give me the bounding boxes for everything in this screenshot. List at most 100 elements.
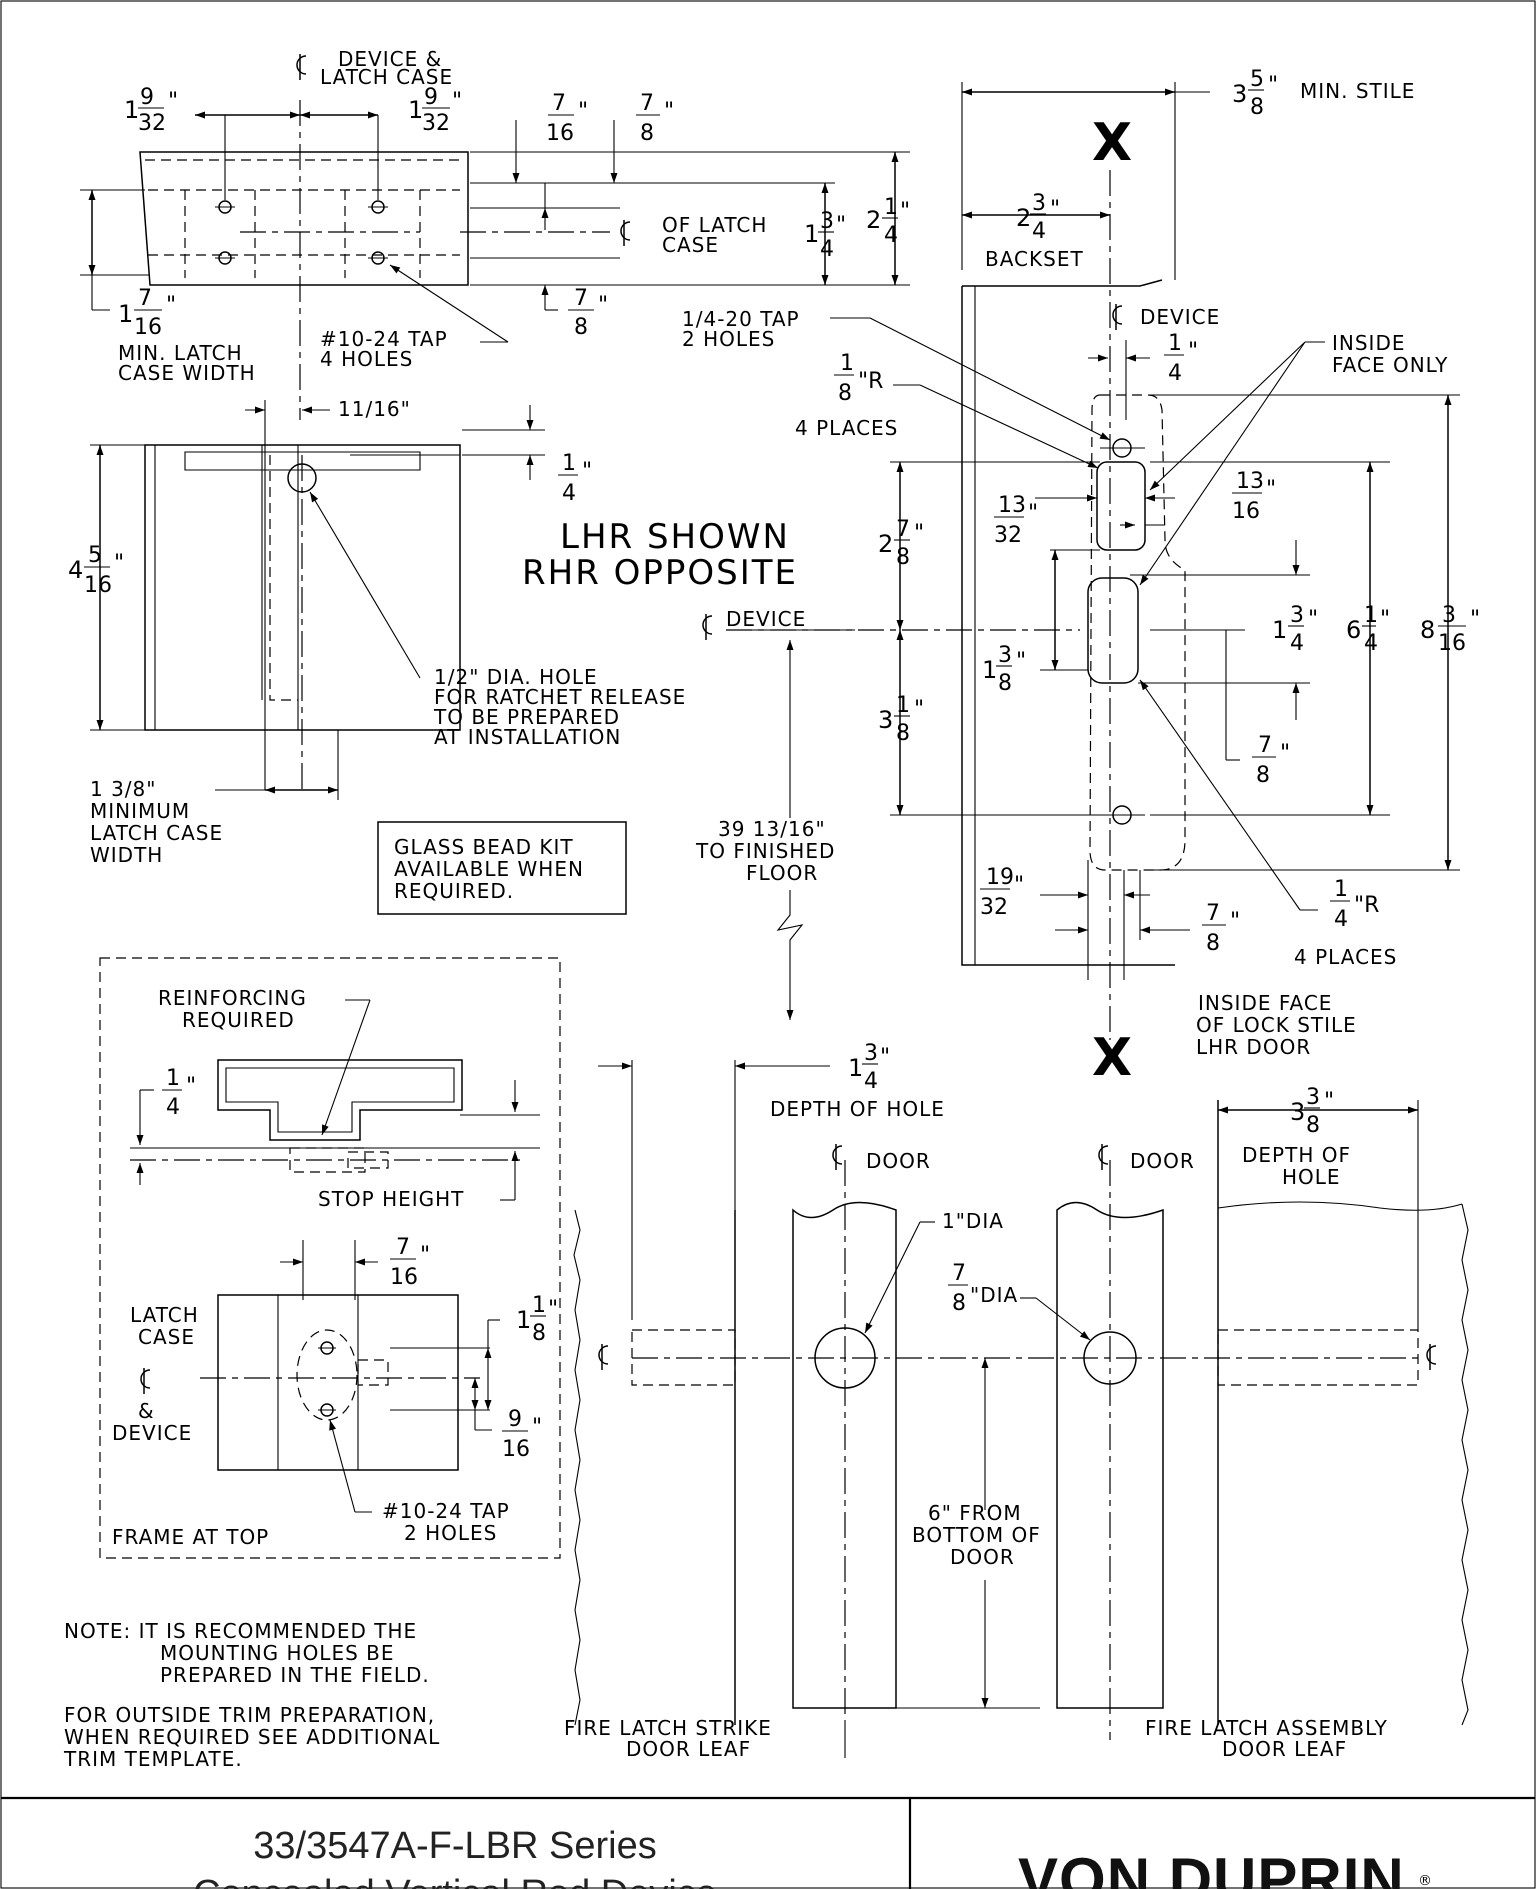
svg-text:1: 1	[166, 1066, 180, 1091]
svg-text:13: 13	[998, 493, 1026, 518]
assembly-leaf-line1: FIRE LATCH ASSEMBLY	[1145, 1716, 1388, 1740]
svg-text:": "	[166, 293, 176, 318]
svg-text:": "	[1470, 607, 1480, 632]
svg-text:3: 3	[864, 1041, 878, 1066]
svg-text:": "	[880, 1045, 890, 1070]
stile-tap-note-line2: 2 HOLES	[682, 327, 775, 351]
stile-dim-1-3-4: 1 3 4 "	[1272, 603, 1318, 656]
inside-face-only-line1: INSIDE	[1332, 331, 1406, 355]
cl-device-latch-case-line2: LATCH CASE	[320, 65, 453, 89]
door-views: 1 3 4 " DEPTH OF HOLE DOOR 1"DIA	[564, 1041, 1469, 1761]
svg-text:4: 4	[562, 481, 576, 506]
svg-text:HOLE: HOLE	[1282, 1165, 1341, 1189]
glass-bead-line2: AVAILABLE WHEN	[394, 857, 584, 881]
stile-tap-note-line1: 1/4-20 TAP	[682, 307, 800, 331]
radius-1-8: 1 8 "R 4 PLACES	[795, 351, 897, 440]
svg-text:16: 16	[502, 1437, 530, 1462]
svg-text:7: 7	[1258, 733, 1272, 758]
dim-2-1-4-top: 2 1 4 "	[866, 195, 910, 248]
min-latch-width-line4: WIDTH	[90, 843, 163, 867]
svg-text:": "	[582, 459, 592, 484]
inside-face-only-line2: FACE ONLY	[1332, 353, 1448, 377]
stile-dim-1-3-8: 1 3 8 "	[982, 643, 1026, 696]
svg-text:1: 1	[896, 693, 910, 718]
svg-text:4: 4	[1032, 219, 1046, 244]
cl-door-assembly: DOOR	[1098, 1144, 1194, 1173]
section-x-bottom: X	[1092, 1028, 1132, 1088]
svg-text:8: 8	[1306, 1113, 1320, 1138]
svg-text:1: 1	[118, 300, 133, 328]
floor-note-line3: FLOOR	[746, 861, 818, 885]
svg-text:": "	[452, 89, 462, 114]
svg-text:": "	[664, 99, 674, 124]
svg-text:16: 16	[84, 573, 112, 598]
dim-1-9-32-right: 1 9 32 "	[408, 85, 462, 136]
svg-text:": "	[532, 1415, 542, 1440]
svg-text:1: 1	[840, 351, 854, 376]
svg-text:19: 19	[986, 865, 1014, 890]
hole-note-line2: FOR RATCHET RELEASE	[434, 685, 686, 709]
svg-text:8: 8	[574, 315, 588, 340]
frame-at-top-box	[99, 957, 561, 1559]
svg-text:1: 1	[1168, 331, 1182, 356]
depth-strike: 1 3 4 " DEPTH OF HOLE	[770, 1041, 945, 1121]
stile-dim-3-1-8: 3 1 8 "	[878, 693, 924, 746]
frame-dim-1-1-8: 1 1 8 "	[516, 1293, 558, 1346]
svg-text:7: 7	[552, 91, 566, 116]
svg-text:3: 3	[1232, 80, 1247, 108]
svg-text:1: 1	[804, 220, 819, 248]
svg-text:": "	[900, 199, 910, 224]
from-bottom-line3: DOOR	[950, 1545, 1015, 1569]
glass-bead-line3: REQUIRED.	[394, 879, 514, 903]
svg-text:16: 16	[134, 315, 162, 340]
dim-7-8-top: 7 8 "	[636, 91, 674, 146]
cl-device-latch-case-symbol: DEVICE & LATCH CASE	[296, 47, 453, 89]
svg-text:4: 4	[864, 1069, 878, 1094]
svg-text:16: 16	[1438, 631, 1466, 656]
dim-1-7-16: 1 7 16 "	[118, 286, 176, 340]
svg-text:"R: "R	[1354, 893, 1379, 918]
svg-text:": "	[598, 293, 608, 318]
svg-text:3: 3	[1032, 191, 1046, 216]
svg-text:1: 1	[1334, 877, 1348, 902]
svg-text:": "	[1016, 649, 1026, 674]
svg-text:DEPTH OF HOLE: DEPTH OF HOLE	[770, 1097, 945, 1121]
svg-text:4: 4	[1364, 631, 1378, 656]
hole-1-dia-label: 1"DIA	[942, 1209, 1004, 1233]
svg-text:3: 3	[1290, 1098, 1305, 1126]
note1-line2: MOUNTING HOLES BE	[160, 1641, 395, 1665]
frame-plate	[217, 1294, 459, 1471]
svg-text:8: 8	[896, 721, 910, 746]
svg-text:1: 1	[532, 1293, 546, 1318]
svg-text:2: 2	[1016, 204, 1031, 232]
reinforcing-line2: REQUIRED	[182, 1008, 295, 1032]
from-bottom-line1: 6" FROM	[928, 1501, 1022, 1525]
svg-text:4: 4	[166, 1095, 180, 1120]
svg-text:3: 3	[1442, 603, 1456, 628]
inside-face-note-line2: OF LOCK STILE	[1196, 1013, 1357, 1037]
cl-assembly-right	[1426, 1344, 1437, 1370]
svg-text:8: 8	[1250, 95, 1264, 120]
svg-text:4: 4	[884, 223, 898, 248]
and-device-line2: DEVICE	[112, 1421, 192, 1445]
svg-text:": "	[1230, 909, 1240, 934]
strike-leaf-line2: DOOR LEAF	[626, 1737, 751, 1761]
svg-text:8: 8	[952, 1291, 966, 1316]
series-subtitle: Concealed Vertical Rod Device	[193, 1873, 717, 1889]
svg-text:8: 8	[1206, 931, 1220, 956]
svg-text:": "	[1266, 477, 1276, 502]
svg-text:16: 16	[390, 1265, 418, 1290]
svg-text:1: 1	[562, 451, 576, 476]
cl-device-mid: DEVICE	[702, 607, 805, 640]
note2-line3: TRIM TEMPLATE.	[63, 1747, 243, 1771]
side-view: 11/16" 1 4 " 4 5 16 " 1/2" DIA. HOLE	[68, 397, 796, 915]
svg-text:7: 7	[640, 91, 654, 116]
stile-dim-1-4: 1 4 "	[1164, 331, 1198, 386]
frame-dim-9-16: 9 16 "	[502, 1407, 542, 1462]
svg-text:2: 2	[866, 206, 881, 234]
svg-text:": "	[1324, 1089, 1334, 1114]
svg-text:": "	[1268, 73, 1278, 98]
svg-text:": "	[114, 551, 124, 576]
svg-text:": "	[1014, 873, 1024, 898]
